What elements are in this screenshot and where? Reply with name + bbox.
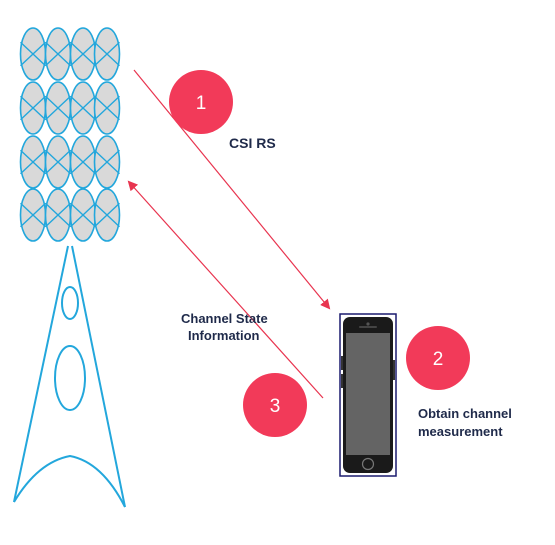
antenna-element [19, 188, 47, 242]
antenna-element [69, 188, 97, 242]
antenna-element [93, 135, 121, 189]
antenna-element [44, 27, 72, 81]
antenna-element [19, 27, 47, 81]
csi-rs-arrow [133, 69, 331, 310]
antenna-element [69, 135, 97, 189]
antenna-array [19, 27, 121, 242]
step-badge-2: 2 [406, 326, 470, 390]
antenna-element [93, 81, 121, 135]
antenna-element [44, 188, 72, 242]
cell-tower-icon [13, 27, 126, 508]
step-number-2: 2 [433, 349, 444, 370]
step-badge-1: 1 [169, 70, 233, 134]
csi-rs-label: CSI RS [229, 135, 276, 151]
obtain-measurement-label-line2: measurement [418, 424, 503, 439]
step-number-3: 3 [270, 396, 281, 417]
step-number-1: 1 [196, 93, 207, 114]
obtain-measurement-label-line1: Obtain channel [418, 406, 512, 421]
smartphone-icon [339, 313, 397, 477]
channel-state-label-line2: Information [188, 328, 260, 343]
antenna-element [69, 27, 97, 81]
antenna-element [69, 81, 97, 135]
antenna-element [44, 135, 72, 189]
antenna-element [44, 81, 72, 135]
antenna-element [93, 188, 121, 242]
csi-report-arrow [127, 180, 324, 399]
antenna-element [19, 135, 47, 189]
channel-state-label-line1: Channel State [181, 311, 268, 326]
step-badge-3: 3 [243, 373, 307, 437]
antenna-element [19, 81, 47, 135]
antenna-element [93, 27, 121, 81]
tower-mast [13, 245, 126, 508]
